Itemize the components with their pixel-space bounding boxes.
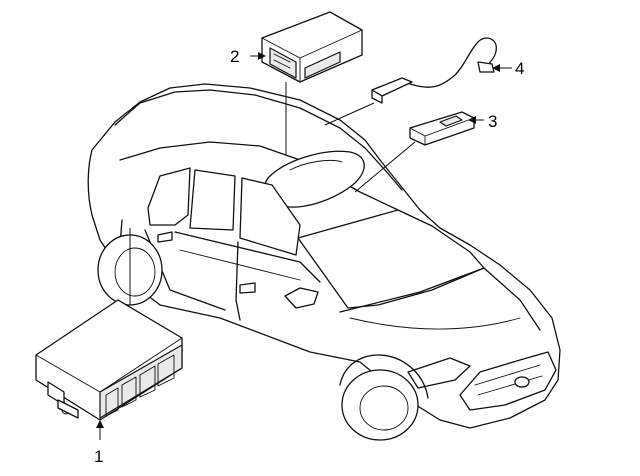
part-2-module [261,11,363,83]
arrow-1-icon [96,420,104,428]
arrow-4-icon [492,64,500,72]
part-3-antenna [409,111,475,146]
callout-1: 1 [94,447,103,466]
callout-4: 4 [515,59,524,78]
part-4-cable-antenna [371,37,497,104]
part-1-module [35,299,183,421]
arrow-3-icon [468,116,476,124]
arrow-2-icon [258,52,266,60]
leader-lines [96,52,512,440]
vehicle-outline [87,83,561,441]
callout-3: 3 [488,112,497,131]
callout-2: 2 [230,47,239,66]
